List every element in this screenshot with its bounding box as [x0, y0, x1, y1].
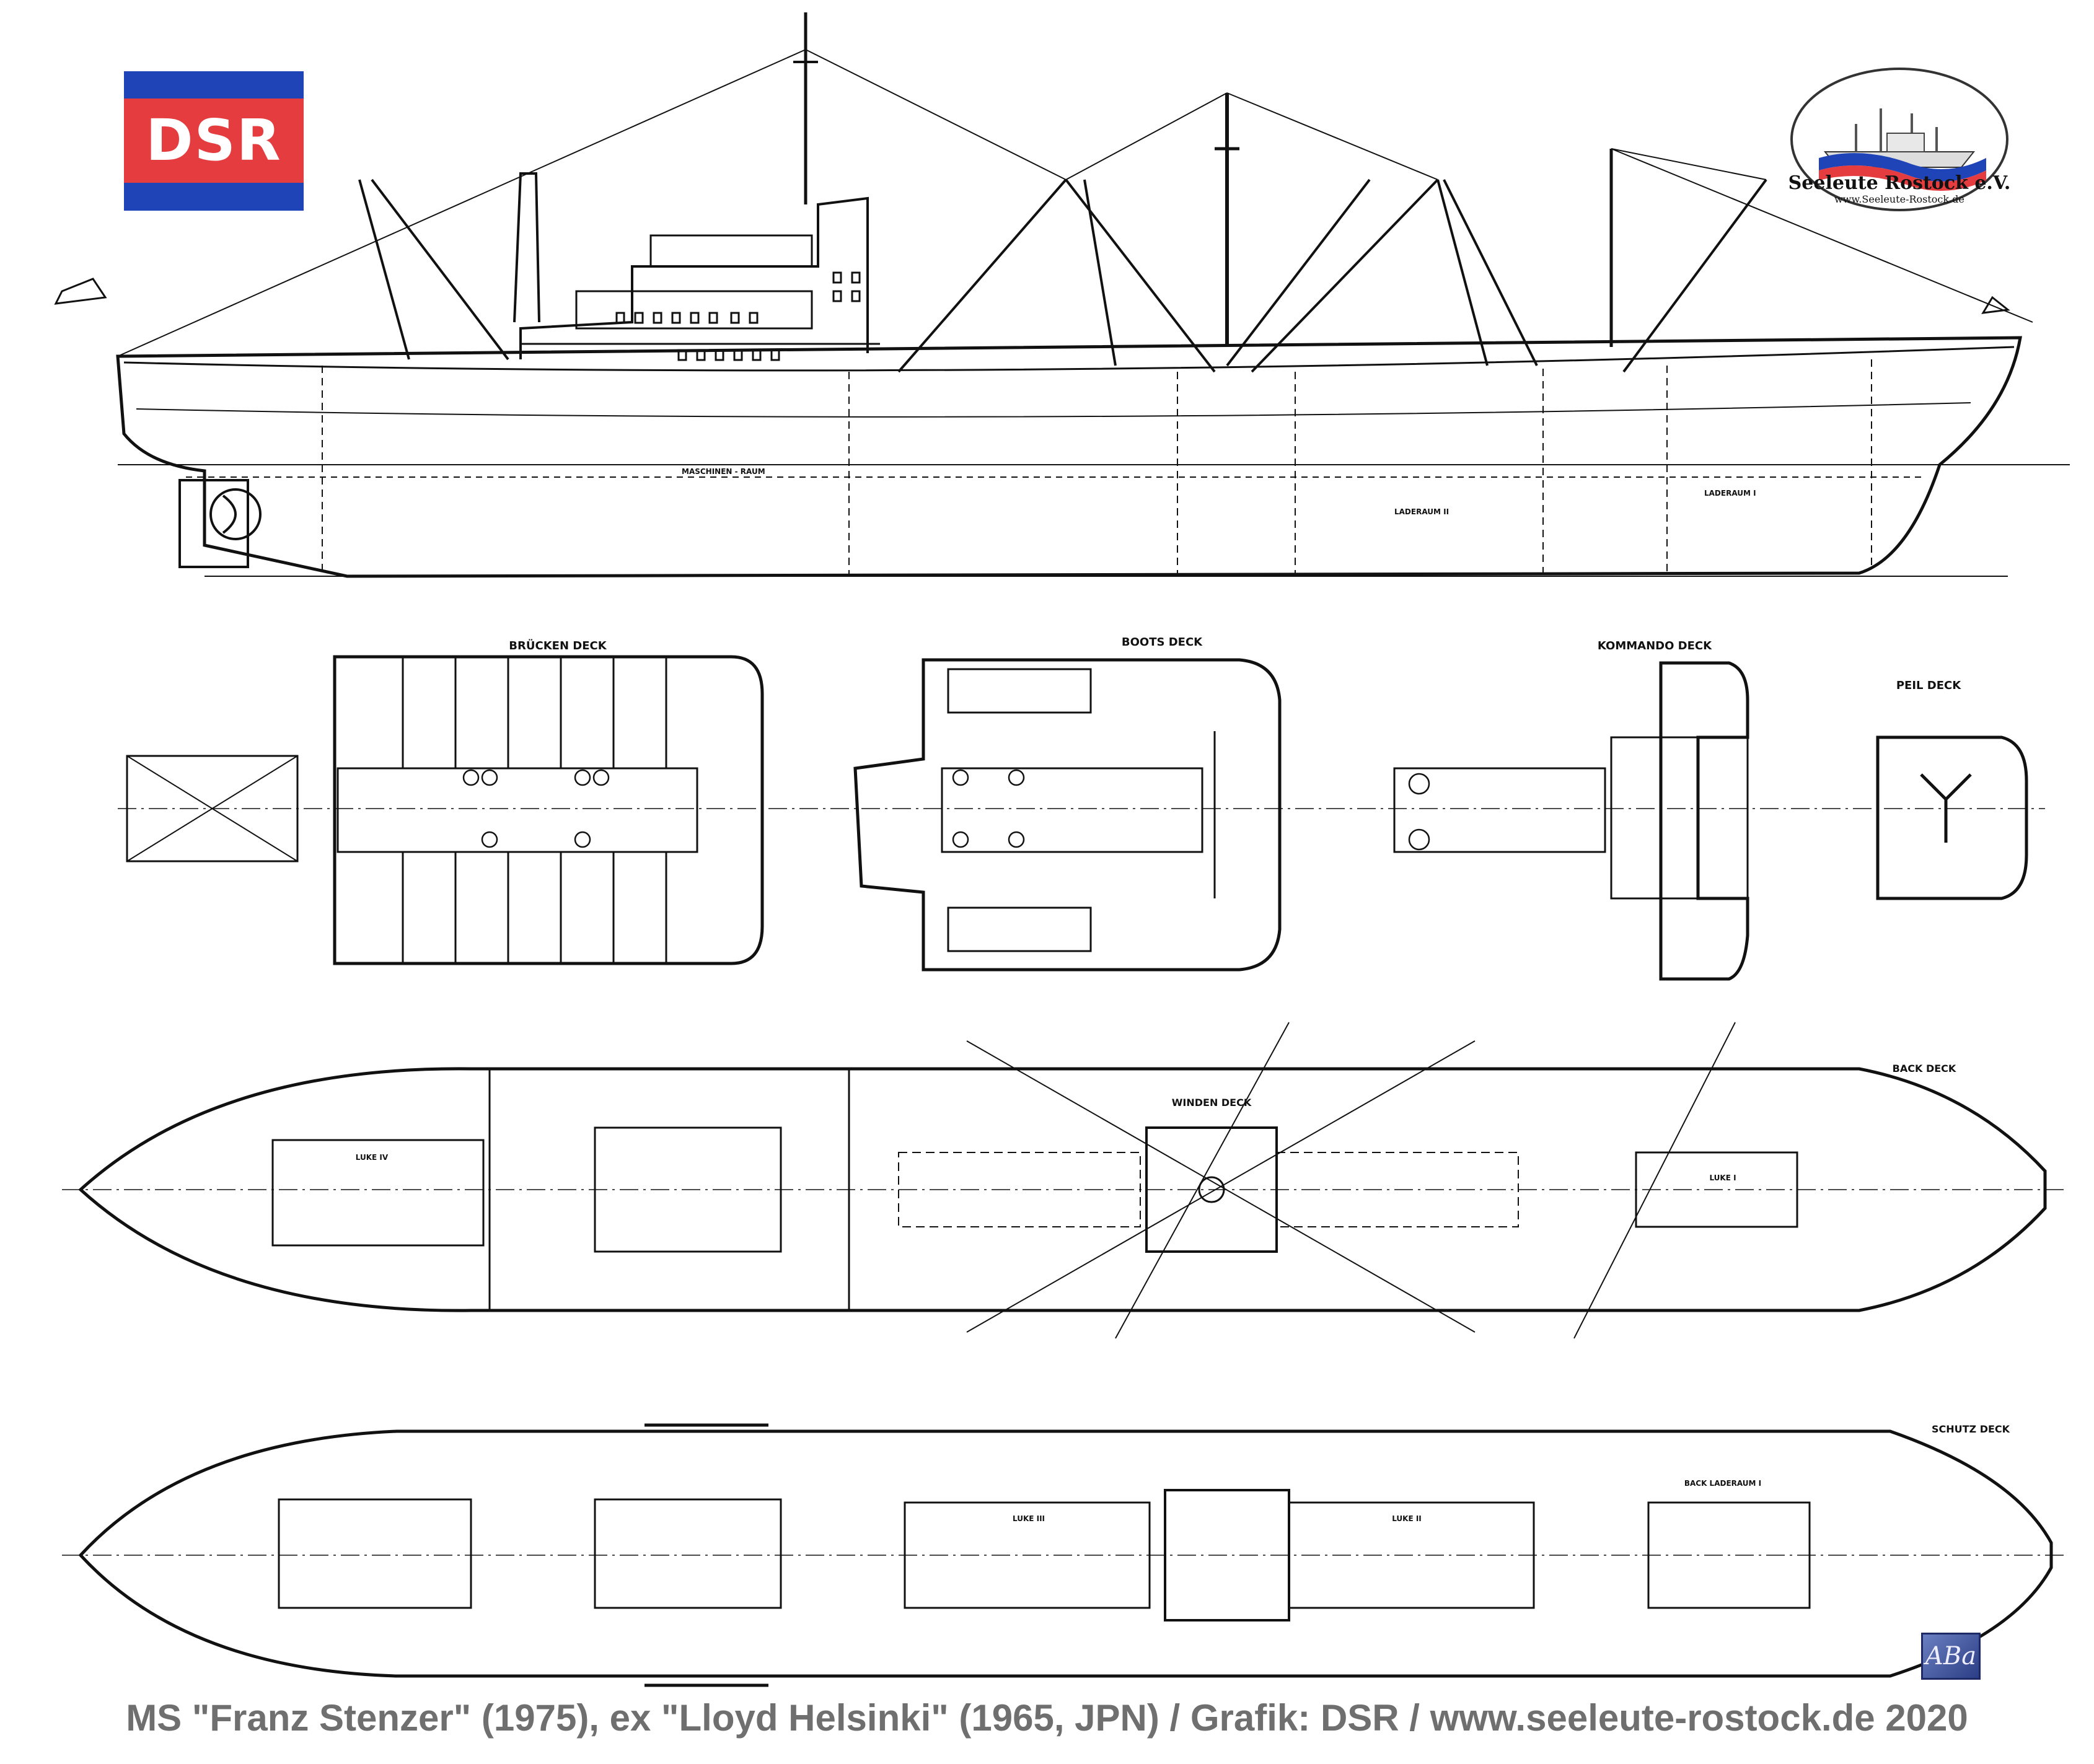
label-back-deck: BACK DECK: [1893, 1063, 1956, 1074]
label-laderaum-ii: LADERAUM II: [1394, 507, 1449, 516]
boots-deck-plan: BOOTS DECK: [853, 636, 1282, 972]
deck-plans: BRÜCKEN DECK BOOTS DECK: [118, 636, 2045, 981]
label-maschinenraum: MASCHINEN - RAUM: [682, 467, 765, 476]
image-caption: MS "Franz Stenzer" (1975), ex "Lloyd Hel…: [126, 1697, 1968, 1739]
side-profile: MASCHINEN - RAUM LADERAUM II LADERAUM I: [54, 12, 2070, 578]
kommando-deck-plan: KOMMANDO DECK: [1393, 639, 1749, 981]
label-luke-iv: LUKE IV: [356, 1153, 389, 1162]
label-laderaum-i: LADERAUM I: [1704, 489, 1756, 498]
dsr-logo: DSR: [124, 71, 304, 211]
seeleute-rostock-badge: Seeleute Rostock e.V. www.Seeleute-Rosto…: [1788, 68, 2011, 211]
badge-url: www.Seeleute-Rostock.de: [1834, 193, 1964, 205]
bruecken-deck-plan: BRÜCKEN DECK: [126, 639, 764, 965]
label-schutz-deck: SCHUTZ DECK: [1932, 1423, 2010, 1435]
label-luke-i: LUKE I: [1709, 1174, 1736, 1182]
label-luke-ii: LUKE II: [1392, 1514, 1422, 1523]
label-back-laderaum-i: BACK LADERAUM I: [1684, 1479, 1761, 1488]
winden-deck-plan: WINDEN DECK BACK DECK LUKE IV LUKE I: [62, 1022, 2064, 1339]
dsr-logo-text: DSR: [146, 107, 282, 173]
label-bruecken-deck: BRÜCKEN DECK: [509, 639, 607, 652]
label-winden-deck: WINDEN DECK: [1172, 1097, 1252, 1108]
label-boots-deck: BOOTS DECK: [1122, 636, 1203, 649]
schutz-deck-plan: SCHUTZ DECK LUKE III LUKE II BACK LADERA…: [62, 1423, 2064, 1687]
label-kommando-deck: KOMMANDO DECK: [1598, 639, 1712, 652]
peil-deck-plan: PEIL DECK: [1876, 679, 2028, 900]
badge-title: Seeleute Rostock e.V.: [1788, 172, 2011, 194]
aba-watermark: ABa: [1921, 1633, 1981, 1680]
label-peil-deck: PEIL DECK: [1896, 679, 1961, 692]
label-luke-iii: LUKE III: [1013, 1514, 1045, 1523]
